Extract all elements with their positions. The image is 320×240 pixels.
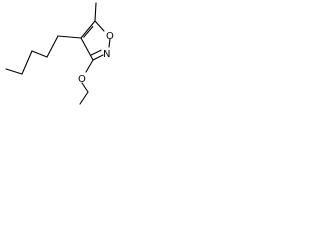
bond-c3-n2 (92, 54, 104, 61)
bond-ch2-ch3 (79, 91, 89, 105)
bond-o1-c5 (94, 20, 105, 32)
ring-oxygen-label: O (106, 31, 114, 42)
ether-oxygen-label: O (78, 74, 86, 85)
bond-chain1-chain2 (46, 35, 59, 58)
bond-c4-c3 (80, 37, 94, 61)
bond-c5-c4-double (83, 25, 94, 38)
bond-c4-chain1 (57, 35, 82, 39)
bond-chain3-chain4 (21, 50, 33, 75)
bond-c3-n2-double (90, 49, 102, 56)
bond-c5-c4 (80, 20, 96, 39)
ring-nitrogen-label: N (103, 49, 110, 60)
chemical-structure-canvas: O N O (0, 0, 127, 105)
bond-c3-ether-o (85, 59, 94, 73)
bond-chain2-chain3 (31, 50, 48, 58)
bond-c5-methyl (94, 2, 97, 22)
bond-n2-o1 (108, 38, 111, 48)
bond-ether-o-ch2 (81, 82, 89, 93)
bond-chain4-chain5 (5, 68, 23, 75)
structure-drawing: O N O (5, 2, 114, 105)
